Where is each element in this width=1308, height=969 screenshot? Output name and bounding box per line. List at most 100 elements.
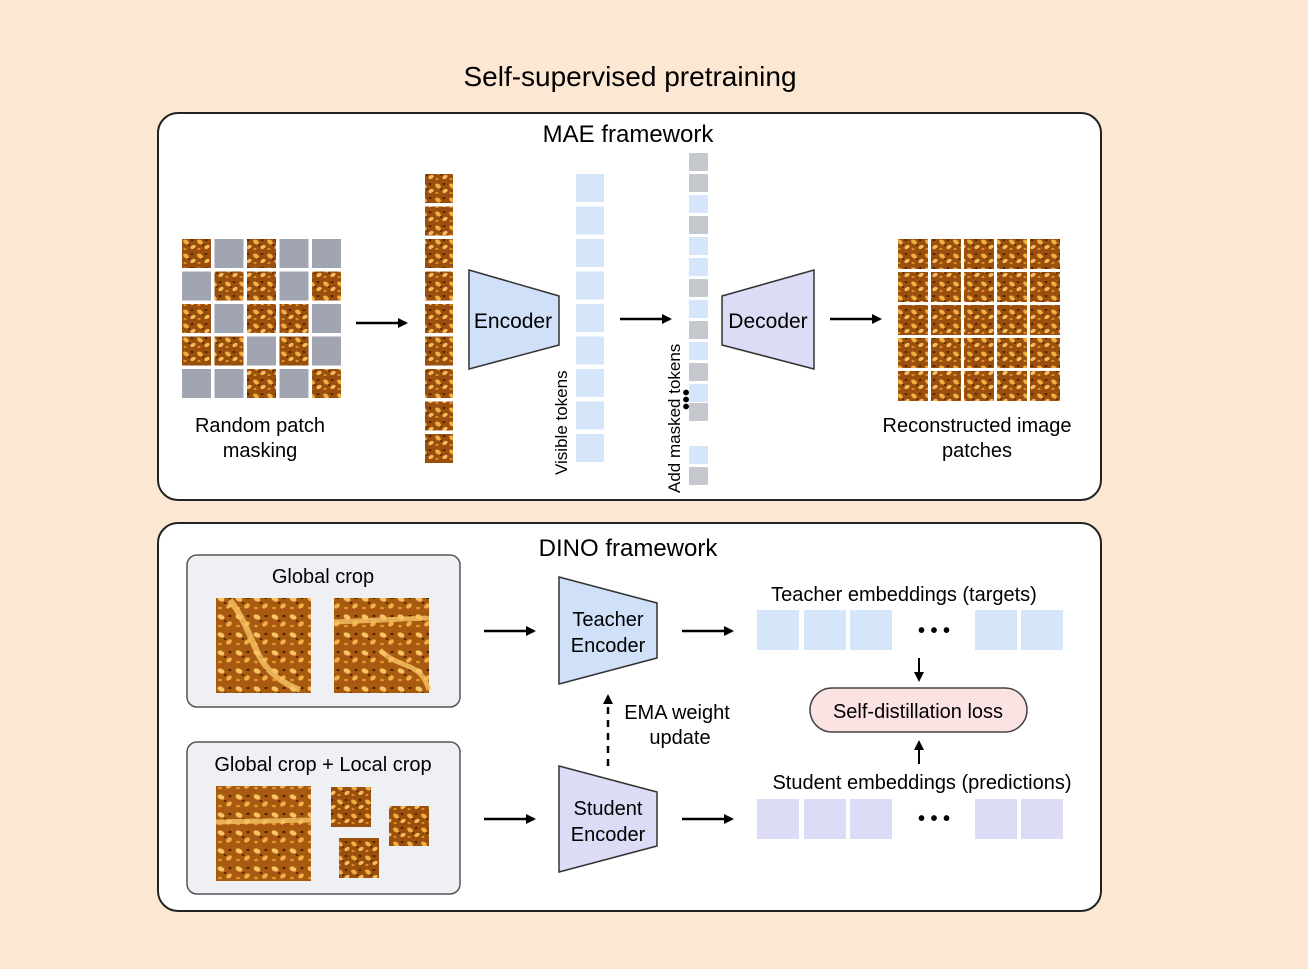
page-title: Self-supervised pretraining bbox=[463, 61, 796, 92]
image-patch bbox=[247, 239, 276, 268]
image-patch bbox=[214, 336, 244, 366]
visible-token bbox=[576, 174, 604, 202]
visible-token bbox=[576, 304, 604, 332]
local-crop-image-1 bbox=[331, 787, 371, 827]
reconstructed-patch bbox=[898, 338, 928, 368]
masked-patch bbox=[182, 271, 211, 301]
masked-patch-grid bbox=[182, 239, 341, 398]
teacher-encoder-label-line1: Teacher bbox=[572, 609, 643, 631]
student-embeddings-row bbox=[757, 799, 1063, 839]
visible-token-slot bbox=[689, 195, 708, 213]
visible-patch bbox=[425, 206, 453, 236]
visible-token-slot bbox=[689, 237, 708, 255]
global-crop-image-2 bbox=[334, 598, 429, 693]
masked-tokens-label: Add masked tokens bbox=[665, 344, 684, 493]
mask-token bbox=[689, 403, 708, 421]
mask-token bbox=[689, 467, 708, 485]
student-embedding-token bbox=[975, 799, 1017, 839]
masked-patch bbox=[182, 369, 211, 398]
image-patch bbox=[182, 304, 211, 333]
global-crop-texture-1 bbox=[227, 598, 302, 693]
visible-token bbox=[576, 434, 604, 462]
reconstructed-patch bbox=[997, 239, 1027, 269]
teacher-embedding-token bbox=[757, 610, 799, 650]
image-patch bbox=[247, 304, 276, 333]
teacher-embedding-token bbox=[804, 610, 846, 650]
local-crop-image-3 bbox=[339, 838, 379, 878]
global-crop-texture-2 bbox=[333, 615, 432, 691]
reconstructed-patch bbox=[1030, 338, 1060, 368]
teacher-encoder bbox=[558, 576, 658, 685]
masked-patch bbox=[312, 336, 341, 366]
teacher-embedding-token bbox=[1021, 610, 1063, 650]
reconstructed-patch bbox=[964, 239, 994, 269]
masking-label-line2: masking bbox=[223, 440, 297, 462]
image-patch bbox=[279, 304, 309, 333]
student-global-crop-texture bbox=[215, 817, 312, 825]
image-patch bbox=[312, 271, 341, 301]
mae-decoder-label: Decoder bbox=[728, 310, 807, 333]
visible-patch bbox=[425, 434, 453, 463]
visible-token-slot bbox=[689, 300, 708, 318]
reconstructed-patch bbox=[1030, 371, 1060, 401]
mask-token bbox=[689, 279, 708, 297]
masked-tokens-ellipsis: ••• bbox=[676, 389, 698, 410]
visible-patch bbox=[425, 271, 453, 301]
visible-patch bbox=[425, 401, 453, 431]
local-crop-image-2 bbox=[389, 806, 429, 846]
visible-token bbox=[576, 369, 604, 397]
visible-tokens-label: Visible tokens bbox=[552, 370, 571, 475]
reconstructed-patch bbox=[931, 338, 961, 368]
student-embedding-token bbox=[850, 799, 892, 839]
reconstructed-patch bbox=[898, 239, 928, 269]
visible-token bbox=[576, 206, 604, 235]
teacher-embedding-token bbox=[975, 610, 1017, 650]
visible-token-slot bbox=[689, 258, 708, 276]
visible-token bbox=[576, 401, 604, 430]
mae-encoder bbox=[468, 269, 560, 370]
student-encoder-label-line1: Student bbox=[574, 798, 643, 820]
visible-patch bbox=[425, 239, 453, 268]
masked-patch bbox=[214, 239, 244, 268]
masked-patch bbox=[214, 304, 244, 333]
reconstructed-patch bbox=[931, 272, 961, 302]
image-patch bbox=[182, 239, 211, 268]
visible-token bbox=[576, 239, 604, 267]
masked-patch bbox=[312, 239, 341, 268]
visible-token-slot bbox=[689, 342, 708, 360]
mask-token bbox=[689, 321, 708, 339]
masking-label-line1: Random patch bbox=[195, 415, 325, 437]
self-distillation-loss-pill bbox=[809, 687, 1028, 733]
visible-patch bbox=[425, 174, 453, 203]
global-crop-label: Global crop bbox=[272, 566, 374, 588]
student-embedding-token bbox=[757, 799, 799, 839]
reconstructed-patch bbox=[964, 272, 994, 302]
reconstructed-patch bbox=[997, 371, 1027, 401]
reconstructed-patch bbox=[931, 239, 961, 269]
mae-title: MAE framework bbox=[543, 121, 715, 148]
masked-tokens-column bbox=[689, 153, 708, 485]
reconstructed-patch bbox=[997, 338, 1027, 368]
reconstructed-patch bbox=[964, 305, 994, 335]
reconstructed-patch bbox=[997, 272, 1027, 302]
mae-decoder bbox=[721, 269, 815, 370]
masked-patch bbox=[247, 336, 276, 366]
student-global-crop-image bbox=[216, 786, 311, 881]
student-embedding-token bbox=[1021, 799, 1063, 839]
image-patch bbox=[312, 369, 341, 398]
dino-title: DINO framework bbox=[539, 535, 719, 562]
teacher-embeddings-label: Teacher embeddings (targets) bbox=[771, 584, 1037, 606]
image-patch bbox=[279, 336, 309, 366]
mae-encoder-label: Encoder bbox=[474, 310, 552, 333]
recon-label-line2: patches bbox=[942, 440, 1012, 462]
visible-token-slot bbox=[689, 384, 708, 402]
student-encoder-label-line2: Encoder bbox=[571, 824, 646, 846]
visible-token-slot bbox=[689, 446, 708, 464]
mae-panel bbox=[157, 112, 1102, 501]
global-crop-image-1 bbox=[216, 598, 311, 693]
masked-patch bbox=[279, 369, 309, 398]
masked-patch bbox=[214, 369, 244, 398]
global-local-crop-label: Global crop + Local crop bbox=[214, 754, 431, 776]
reconstructed-patch bbox=[898, 272, 928, 302]
